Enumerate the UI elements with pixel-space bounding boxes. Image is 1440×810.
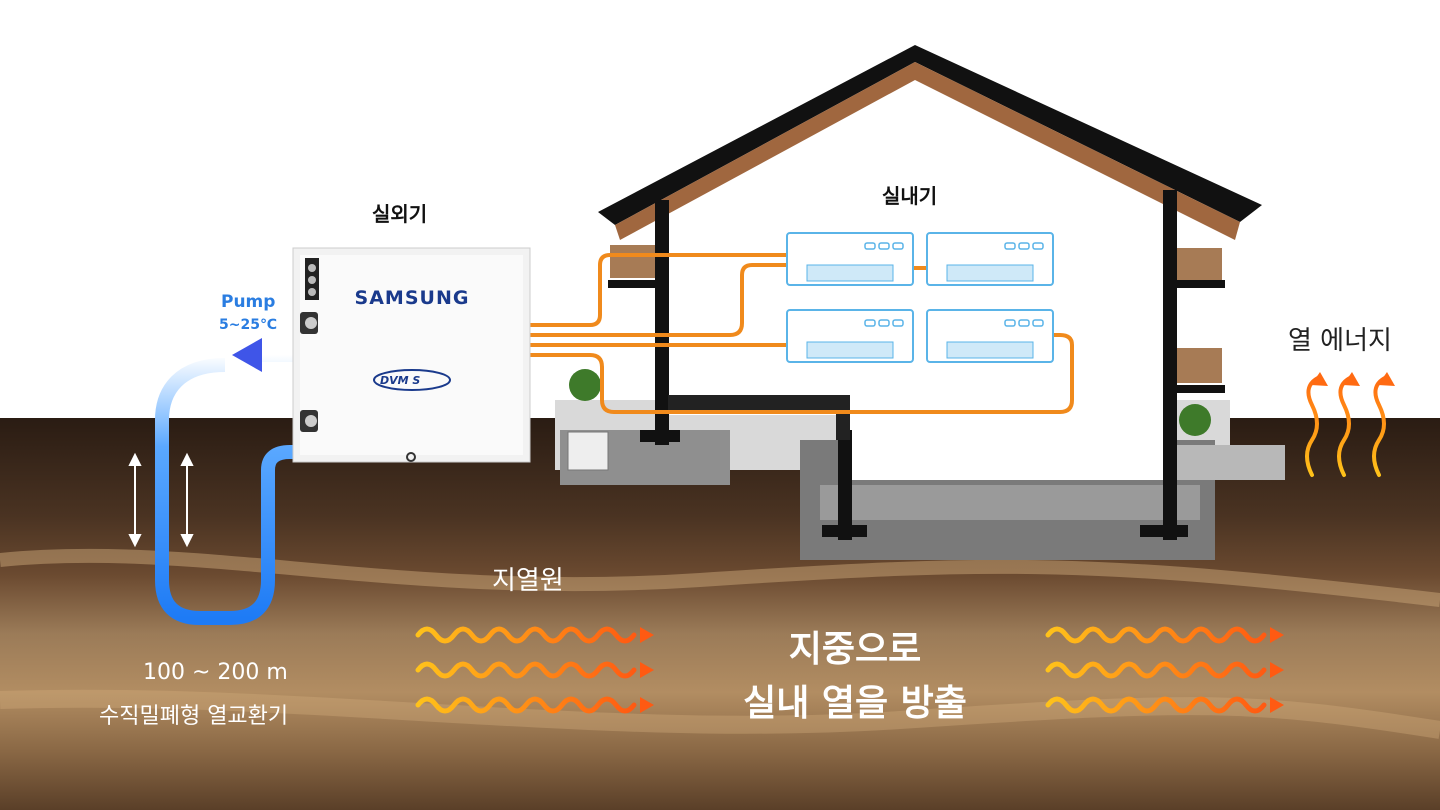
discharge-line-2: 실내 열을 방출 — [743, 683, 967, 724]
heat-wave — [415, 661, 637, 679]
pump-label: Pump — [221, 292, 276, 312]
exchanger-label: 수직밀폐형 열교환기 — [99, 704, 289, 729]
heat-wave — [415, 696, 637, 714]
outdoor-unit: SAMSUNG DVM S — [292, 247, 531, 463]
wave-arrow-head — [640, 627, 654, 643]
wave-arrow-head — [1270, 627, 1284, 643]
depth-arrows — [128, 452, 194, 548]
wave-arrow-head — [640, 697, 654, 713]
heat-wave — [1045, 661, 1267, 679]
indoor-unit — [786, 232, 914, 286]
discharge-line-1: 지중으로 — [788, 629, 922, 670]
heat-wave — [1045, 626, 1267, 644]
heat-wave — [1045, 696, 1267, 714]
house — [555, 45, 1285, 560]
flow-arrow-head — [232, 338, 262, 372]
depth-label: 100 ~ 200 m — [143, 660, 288, 685]
heat-wave — [415, 626, 637, 644]
heat-rising-arrows — [1305, 372, 1395, 477]
wave-arrow-head — [1270, 697, 1284, 713]
heat-rising-arrow — [1372, 375, 1389, 477]
samsung-logo: SAMSUNG — [355, 287, 470, 309]
indoor-units — [786, 232, 1054, 363]
heat-arrow-head — [1311, 372, 1328, 386]
geothermal-source-label: 지열원 — [492, 566, 564, 596]
indoor-unit-label: 실내기 — [882, 184, 938, 208]
wave-arrow-head — [1270, 662, 1284, 678]
wave-arrow-head — [640, 662, 654, 678]
indoor-unit — [786, 309, 914, 363]
heat-rising-arrow — [1337, 375, 1354, 477]
heat-arrow-head — [1378, 372, 1395, 386]
indoor-unit — [926, 309, 1054, 363]
heat-waves — [415, 626, 1284, 714]
indoor-unit — [926, 232, 1054, 286]
dvm-logo: DVM S — [380, 374, 420, 387]
heat-rising-arrow — [1305, 375, 1322, 477]
pump-temp-label: 5~25℃ — [219, 317, 277, 333]
outdoor-unit-label: 실외기 — [372, 202, 428, 226]
heat-energy-label: 열 에너지 — [1288, 326, 1392, 356]
heat-arrow-head — [1343, 372, 1360, 386]
